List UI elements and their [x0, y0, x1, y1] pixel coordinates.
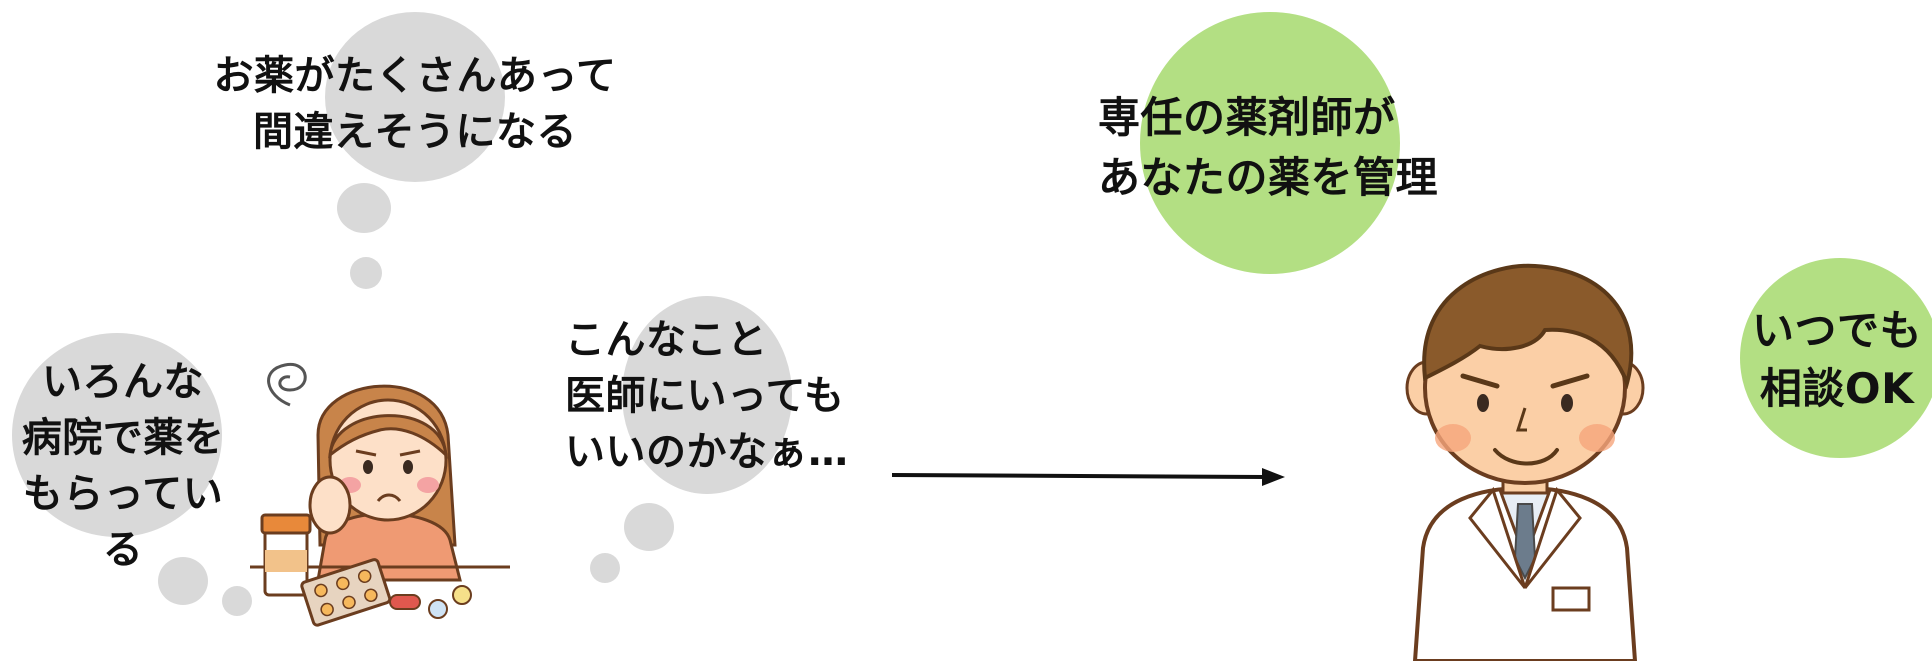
- worry-text-right: こんなこと 医師にいっても いいのかなぁ…: [565, 317, 849, 475]
- benefit-bubble-manage: [1140, 12, 1400, 274]
- right-arrow-icon: [891, 468, 1285, 486]
- worried-woman-illustration: [250, 363, 510, 627]
- thought-dot-large: [337, 183, 391, 233]
- thought-bubble-left: [12, 333, 222, 537]
- pharmacist-illustration: [1405, 263, 1645, 661]
- benefit-text-manage: 専任の薬剤師が あなたの薬を管理: [1098, 93, 1439, 202]
- benefit-bubble-consult: [1740, 258, 1932, 458]
- thought-bubble-top: [325, 12, 505, 182]
- thought-dot-right-large: [624, 503, 674, 551]
- thought-bubble-right: [622, 296, 792, 494]
- thought-dot-small: [350, 257, 382, 289]
- benefit-text-consult: いつでも 相談OK: [1751, 306, 1922, 413]
- thought-dot-left-small: [222, 586, 252, 616]
- worry-text-top: お薬がたくさんあって 間違えそうになる: [213, 53, 617, 155]
- thought-dot-left-large: [158, 557, 208, 605]
- worry-text-left: いろんな 病院で薬を もらっている: [21, 359, 225, 573]
- thought-dot-right-small: [590, 553, 620, 583]
